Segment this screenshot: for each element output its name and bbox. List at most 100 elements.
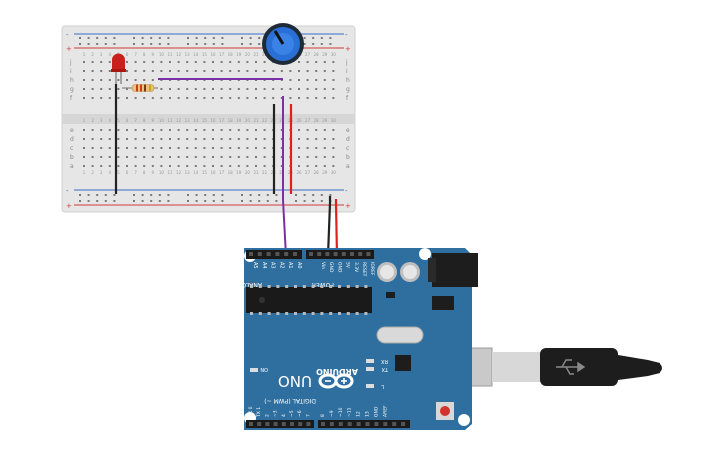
breadboard-hole (289, 88, 292, 90)
breadboard-hole (203, 156, 206, 158)
breadboard-hole (229, 138, 232, 140)
breadboard-hole (272, 70, 275, 72)
red-led[interactable] (111, 53, 126, 85)
breadboard-hole (177, 97, 180, 99)
analog-pin-label: A0 (296, 262, 302, 269)
chip-leg (364, 285, 368, 288)
breadboard-hole (117, 79, 120, 81)
breadboard-hole (160, 88, 163, 90)
digital-pin-socket[interactable] (347, 422, 352, 426)
column-label: 11 (167, 118, 173, 123)
digital-pin-label: ~6 (297, 410, 303, 417)
breadboard-hole (134, 79, 137, 81)
power-pin-socket[interactable] (317, 252, 322, 256)
led-body (112, 53, 125, 70)
analog-pin-socket[interactable] (257, 252, 262, 256)
chip-leg (329, 312, 333, 315)
rail-hole (187, 43, 189, 45)
digital-pin-socket[interactable] (321, 422, 325, 426)
breadboard-hole (100, 79, 103, 81)
digital-pin-socket[interactable] (249, 422, 253, 426)
breadboard-hole (186, 147, 189, 149)
analog-pin-label: A3 (270, 262, 276, 269)
analog-pin-socket[interactable] (284, 252, 289, 256)
breadboard-hole (306, 79, 309, 81)
column-label: 3 (100, 118, 103, 123)
rail-hole (312, 43, 315, 45)
power-pin-socket[interactable] (333, 252, 338, 256)
reset-button[interactable] (440, 406, 450, 416)
breadboard-hole (143, 156, 146, 158)
breadboard-hole (117, 147, 120, 149)
wire-red-5v[interactable] (334, 199, 339, 257)
digital-pin-socket[interactable] (273, 422, 278, 426)
breadboard-hole (332, 147, 335, 149)
breadboard-hole (237, 156, 240, 158)
rail-hole (150, 200, 153, 202)
column-label: 9 (152, 170, 155, 175)
breadboard-hole (220, 88, 223, 90)
power-pin-label: Vin (320, 262, 326, 269)
breadboard-hole (100, 61, 103, 63)
digital-pin-socket[interactable] (383, 422, 388, 426)
power-pin-socket[interactable] (366, 252, 371, 256)
digital-pin-label: ~11 (347, 407, 353, 417)
usb-icon (556, 359, 586, 375)
breadboard-hole (83, 97, 85, 99)
column-label: 12 (176, 118, 182, 123)
analog-pin-socket[interactable] (249, 252, 253, 256)
analog-pin-socket[interactable] (275, 252, 280, 256)
breadboard-hole (186, 70, 189, 72)
breadboard-hole (83, 88, 85, 90)
digital-pin-label: ~10 (338, 407, 344, 417)
row-label: g (346, 86, 350, 93)
analog-pin-socket[interactable] (266, 252, 271, 256)
power-pin-socket[interactable] (341, 252, 346, 256)
breadboard-hole (212, 97, 214, 99)
digital-pin-socket[interactable] (306, 422, 311, 426)
analog-pin-socket[interactable] (293, 252, 297, 256)
digital-pin-socket[interactable] (338, 422, 343, 426)
breadboard-hole (194, 97, 197, 99)
column-label: 16 (210, 52, 216, 57)
digital-pin-socket[interactable] (265, 422, 270, 426)
digital-pin-socket[interactable] (374, 422, 379, 426)
power-pin-socket[interactable] (325, 252, 330, 256)
digital-pin-label: 4 (281, 414, 287, 417)
breadboard-hole (169, 138, 171, 140)
breadboard-hole (160, 138, 163, 140)
column-label: 19 (236, 52, 242, 57)
power-jack[interactable] (432, 253, 478, 287)
digital-pin-socket[interactable] (257, 422, 262, 426)
digital-pin-socket[interactable] (365, 422, 370, 426)
wire-black-gnd[interactable] (326, 196, 332, 257)
power-pin-socket[interactable] (309, 252, 313, 256)
digital-pin-socket[interactable] (290, 422, 294, 426)
potentiometer[interactable] (262, 23, 304, 65)
digital-pin-socket[interactable] (392, 422, 397, 426)
breadboard-hole (332, 88, 335, 90)
breadboard-hole (323, 147, 326, 149)
wire-purple-a0[interactable] (282, 96, 287, 257)
breadboard-hole (323, 129, 326, 131)
power-pin-socket[interactable] (350, 252, 354, 256)
digital-pin-socket[interactable] (356, 422, 361, 426)
bottom-rail-minus-label-right: - (345, 187, 348, 195)
power-pin-socket[interactable] (358, 252, 363, 256)
breadboard-hole (186, 165, 189, 167)
rail-hole (266, 200, 269, 202)
chip-legs (250, 285, 368, 315)
digital-pin-socket[interactable] (298, 422, 303, 426)
breadboard-hole (126, 88, 128, 90)
breadboard-hole (220, 156, 223, 158)
digital-pin-socket[interactable] (329, 422, 334, 426)
rail-hole (204, 37, 207, 39)
digital-pin-socket[interactable] (281, 422, 286, 426)
digital-pin-label: GND (373, 406, 379, 417)
digital-pin-socket[interactable] (401, 422, 406, 426)
breadboard-hole (306, 165, 309, 167)
resistor[interactable] (122, 84, 158, 92)
bottom-rail-plus-label-right: + (345, 202, 351, 210)
breadboard-hole (100, 97, 103, 99)
breadboard-hole (298, 165, 300, 167)
